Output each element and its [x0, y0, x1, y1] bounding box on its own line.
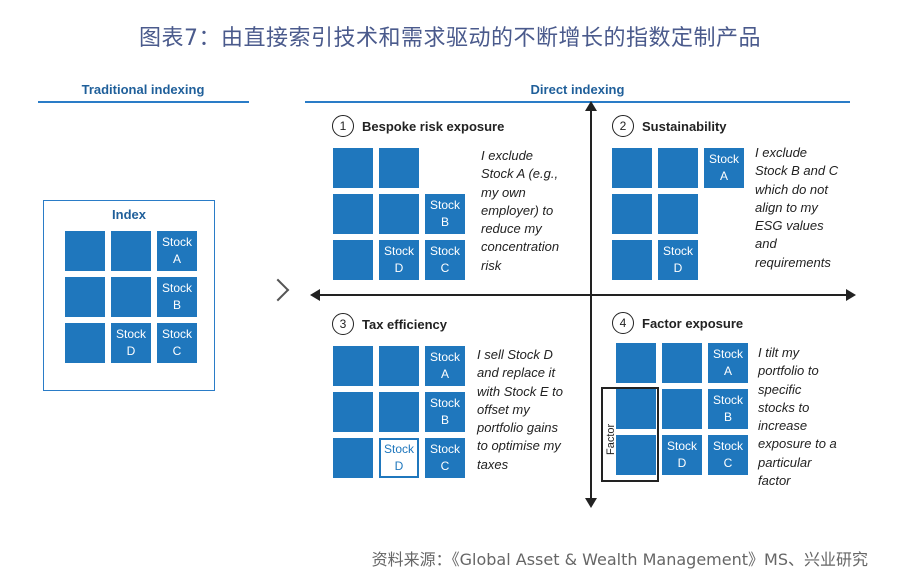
quadrant-2-cell-1 [658, 148, 698, 188]
quadrant-3-cell-1 [379, 346, 419, 386]
quadrant-1-heading: 1 Bespoke risk exposure [332, 115, 504, 137]
arrow-right-icon [846, 289, 856, 301]
quadrant-1-cell-1 [379, 148, 419, 188]
quadrant-2-number: 2 [612, 115, 634, 137]
index-cell-4 [111, 277, 151, 317]
quadrant-2-heading: 2 Sustainability [612, 115, 727, 137]
quadrant-1-cell-6 [333, 240, 373, 280]
index-cell-1 [111, 231, 151, 271]
quadrant-4-description: I tilt my portfolio to specific stocks t… [758, 345, 837, 489]
traditional-indexing-heading: Traditional indexing [81, 82, 205, 97]
quadrant-4-cell-1 [662, 343, 702, 383]
quadrant-2-cell-4 [658, 194, 698, 234]
quadrant-1-description: I exclude Stock A (e.g., my own employer… [481, 148, 560, 273]
quadrant-4-number: 4 [612, 312, 634, 334]
factor-label: Factor [605, 423, 617, 455]
arrow-left-icon [310, 289, 320, 301]
index-cell-3 [65, 277, 105, 317]
quadrant-1-cell-3 [333, 194, 373, 234]
figure-title: 图表7：由直接索引技术和需求驱动的不断增长的指数定制产品 [139, 26, 761, 51]
quadrant-3-description: I sell Stock D and replace it with Stock… [477, 347, 563, 472]
quadrant-4-title: Factor exposure [642, 315, 744, 331]
quadrant-4-cell-3 [616, 389, 656, 429]
quadrant-3-title: Tax efficiency [362, 316, 448, 332]
quadrant-1-number: 1 [332, 115, 354, 137]
arrow-up-icon [585, 101, 597, 111]
source-note: 资料来源：《Global Asset & Wealth Management》M… [371, 550, 868, 569]
quadrant-3-cell-4 [379, 392, 419, 432]
direct-indexing-rule [305, 101, 850, 103]
index-label: Index [112, 207, 146, 222]
arrow-down-icon [585, 498, 597, 508]
quadrant-2-title: Sustainability [642, 118, 727, 134]
quadrant-2-cell-0 [612, 148, 652, 188]
quadrant-1-cell-4 [379, 194, 419, 234]
index-cell-6 [65, 323, 105, 363]
quadrant-3-cell-3 [333, 392, 373, 432]
quadrant-4-heading: 4 Factor exposure [612, 312, 743, 334]
horizontal-axis [318, 294, 846, 296]
quadrant-2-cell-6 [612, 240, 652, 280]
index-cell-0 [65, 231, 105, 271]
quadrant-1-cell-0 [333, 148, 373, 188]
quadrant-3-number: 3 [332, 313, 354, 335]
chevron-right-icon [266, 278, 290, 302]
quadrant-3-heading: 3 Tax efficiency [332, 313, 447, 335]
direct-indexing-heading: Direct indexing [530, 82, 625, 97]
quadrant-3-cell-0 [333, 346, 373, 386]
traditional-indexing-rule [38, 101, 249, 103]
quadrant-3-cell-6 [333, 438, 373, 478]
quadrant-4-cell-0 [616, 343, 656, 383]
vertical-axis [590, 110, 592, 498]
factor-highlight-box [601, 387, 659, 482]
quadrant-1-title: Bespoke risk exposure [362, 118, 505, 134]
quadrant-4-cell-6 [616, 435, 656, 475]
quadrant-4-cell-4 [662, 389, 702, 429]
quadrant-2-description: I exclude Stock B and C which do not ali… [755, 145, 839, 270]
quadrant-2-cell-3 [612, 194, 652, 234]
